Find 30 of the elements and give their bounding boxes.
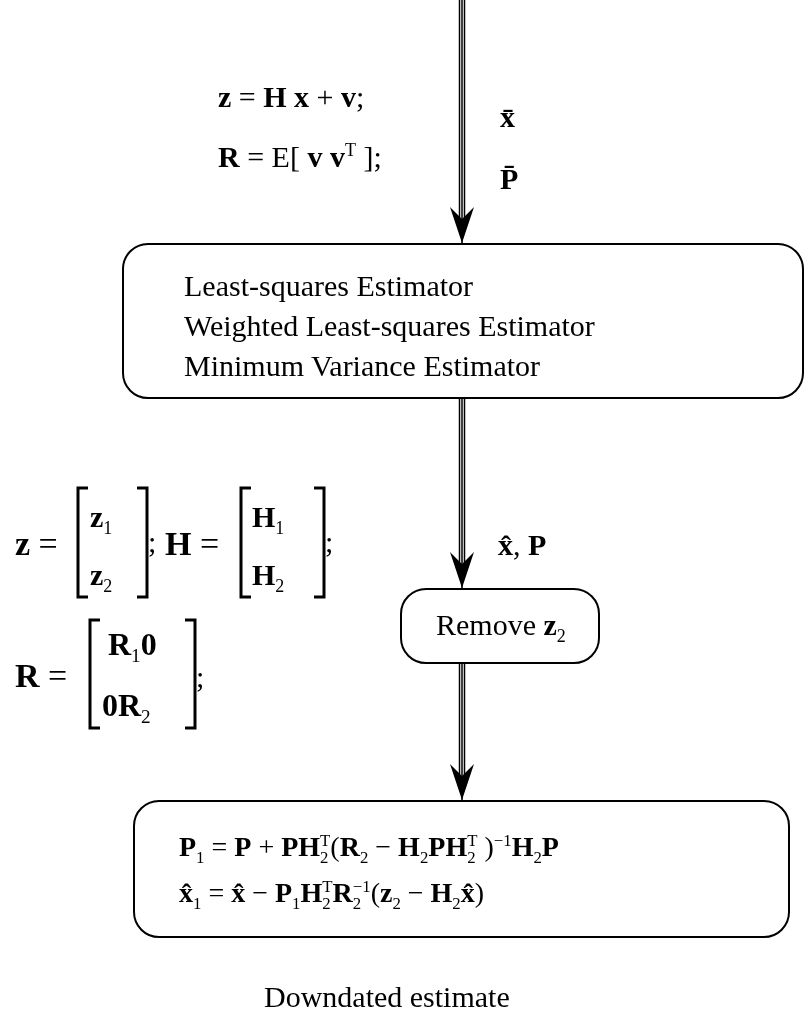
math-label: P̄ (500, 162, 519, 195)
math-label: ; (196, 660, 205, 693)
math-label: z = H x + v; (218, 80, 365, 113)
formula: x̂$_{1}$ = x̂ − P$_{1}$H$_{2}$$^{T}$R$_{2}$$^{−1}$(z$_{2}$ − H$_{2}$x̂) (179, 878, 485, 914)
double-arrow (450, 0, 474, 244)
math-label: z = (15, 525, 58, 563)
math-label: ; (325, 525, 334, 558)
box-text: Remove z$_{2}$ (436, 608, 566, 647)
box-text: Minimum Variance Estimator (184, 349, 541, 382)
process-box (133, 800, 790, 938)
formula: P$_{1}$ = P + PH$_{2}$$^{T}$(R$_{2}$ − H$_{2}$PH$_{2}$$^{T}$ )$^{−1}$H$_{2}$P (179, 832, 559, 868)
math-label: z$_{1}$ (90, 500, 113, 539)
math-label: z$_{2}$ (90, 558, 113, 597)
double-arrow (450, 663, 474, 801)
math-label: 0R$_{2}$ (102, 688, 151, 728)
math-label: ; (148, 525, 157, 558)
math-label: x̄ (500, 100, 515, 133)
math-label: R = (15, 657, 68, 695)
node-label: Downdated estimate (264, 980, 510, 1013)
math-label: R$_{1}$0 (108, 627, 157, 667)
box-text: Weighted Least-squares Estimator (184, 309, 595, 342)
process-box (122, 243, 804, 399)
math-label: H$_{1}$ (252, 500, 285, 539)
math-label: R = E[ v v$^{T}$ ]; (218, 140, 382, 173)
double-arrow (450, 398, 474, 589)
math-label: H$_{2}$ (252, 558, 285, 597)
process-box (400, 588, 600, 664)
math-label: x̂, P (498, 528, 547, 561)
math-label: H = (165, 525, 220, 563)
box-text: Least-squares Estimator (184, 269, 474, 302)
